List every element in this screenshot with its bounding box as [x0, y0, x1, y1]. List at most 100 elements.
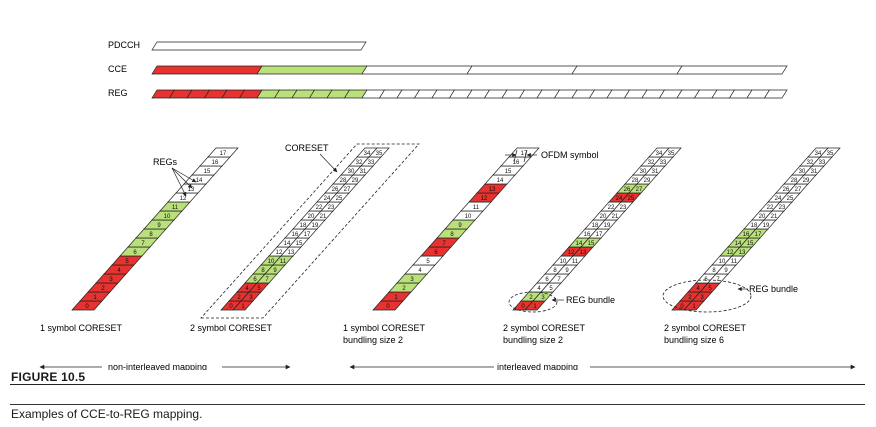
- reg-index: 16: [212, 160, 219, 166]
- caption-p3-line2: bundling size 2: [343, 335, 403, 345]
- reg-index: 13: [580, 250, 587, 256]
- coreset-outline: [200, 143, 420, 319]
- reg-index: 33: [660, 160, 667, 166]
- reg-index: 25: [628, 196, 635, 202]
- reg-index: 31: [811, 169, 818, 175]
- reg-index: 19: [312, 223, 319, 229]
- reg-index: 28: [340, 178, 347, 184]
- reg-index: 6: [253, 277, 257, 283]
- reg-index: 24: [324, 196, 331, 202]
- reg-index: 18: [592, 223, 599, 229]
- reg-index: 13: [739, 250, 746, 256]
- reg-index: 6: [133, 250, 137, 256]
- reg-index: 15: [505, 169, 512, 175]
- ofdm-symbol-annotation: OFDM symbol: [505, 149, 599, 163]
- reg-cell: [819, 147, 841, 158]
- reg-index: 17: [521, 151, 528, 157]
- figure-label: FIGURE 10.5: [11, 370, 86, 384]
- figure-rule-bottom: [10, 404, 865, 405]
- reg-index: 5: [257, 286, 261, 292]
- reg-index: 26: [624, 187, 631, 193]
- reg-index: 13: [288, 250, 295, 256]
- reg-index: 34: [656, 151, 663, 157]
- reg-index: 30: [640, 169, 647, 175]
- reg-index: 20: [600, 214, 607, 220]
- reg-index: 11: [731, 259, 738, 265]
- reg-index: 33: [819, 160, 826, 166]
- reg-index: 33: [368, 160, 375, 166]
- cce-reg-mapping-diagram: PDCCH CCE REG 01234567891011121314151617…: [39, 40, 856, 370]
- reg-index: 10: [560, 259, 567, 265]
- caption-p5-line1: 2 symbol CORESET: [664, 323, 747, 333]
- reg-index: 6: [434, 250, 438, 256]
- reg-index: 17: [755, 232, 762, 238]
- pdcch-row: [151, 41, 367, 51]
- reg-index: 31: [360, 169, 367, 175]
- reg-index: 4: [418, 268, 422, 274]
- cce-row: [151, 65, 788, 75]
- reg-index: 15: [204, 169, 211, 175]
- interleaved-arrow: interleaved mapping: [349, 362, 856, 370]
- reg-index: 1: [394, 295, 398, 301]
- reg-index: 1: [241, 304, 245, 310]
- reg-index: 5: [708, 286, 712, 292]
- reg-index: 2: [402, 286, 406, 292]
- non-interleaved-label: non-interleaved mapping: [108, 362, 207, 370]
- reg-index: 11: [473, 205, 480, 211]
- reg-index: 6: [545, 277, 549, 283]
- reg-index: 14: [196, 178, 203, 184]
- reg-index: 22: [767, 205, 774, 211]
- reg-index: 4: [537, 286, 541, 292]
- reg-index: 29: [803, 178, 810, 184]
- non-interleaved-arrow: non-interleaved mapping: [39, 362, 291, 370]
- reg-index: 29: [644, 178, 651, 184]
- reg-index: 16: [513, 160, 520, 166]
- reg-index: 2: [529, 295, 533, 301]
- reg-index: 10: [268, 259, 275, 265]
- reg-index: 27: [344, 187, 351, 193]
- reg-index: 1: [533, 304, 537, 310]
- reg-index: 5: [125, 259, 129, 265]
- reg-index: 5: [549, 286, 553, 292]
- reg-index: 14: [735, 241, 742, 247]
- reg-index: 11: [572, 259, 579, 265]
- cce-block: [466, 65, 578, 75]
- reg-cell: [660, 147, 682, 158]
- reg-index: 5: [426, 259, 430, 265]
- figure-rule-top: [10, 384, 865, 385]
- reg-index: 3: [109, 277, 113, 283]
- reg-index: 14: [576, 241, 583, 247]
- reg-index: 17: [220, 151, 227, 157]
- reg-index: 28: [632, 178, 639, 184]
- reg-index: 1: [93, 295, 97, 301]
- reg-index: 13: [188, 187, 195, 193]
- reg-index: 4: [696, 286, 700, 292]
- reg-bundle-annotation-p5: REG bundle: [662, 279, 798, 313]
- reg-index: 10: [465, 214, 472, 220]
- reg-index: 6: [704, 277, 708, 283]
- reg-index: 23: [620, 205, 627, 211]
- reg-index: 8: [261, 268, 265, 274]
- reg-index: 15: [296, 241, 303, 247]
- cce-block: [571, 65, 683, 75]
- reg-index: 20: [308, 214, 315, 220]
- reg-index: 8: [149, 232, 153, 238]
- reg-cell: [207, 147, 239, 158]
- reg-index: 24: [616, 196, 623, 202]
- reg-index: 4: [117, 268, 121, 274]
- reg-index: 21: [320, 214, 327, 220]
- reg-index: 18: [751, 223, 758, 229]
- reg-index: 34: [815, 151, 822, 157]
- reg-index: 18: [300, 223, 307, 229]
- regs-label: REGs: [153, 157, 178, 167]
- reg-index: 20: [759, 214, 766, 220]
- reg-index: 12: [481, 196, 488, 202]
- cce-block: [361, 65, 473, 75]
- reg-index: 15: [747, 241, 754, 247]
- reg-index: 7: [557, 277, 561, 283]
- reg-index: 32: [356, 160, 363, 166]
